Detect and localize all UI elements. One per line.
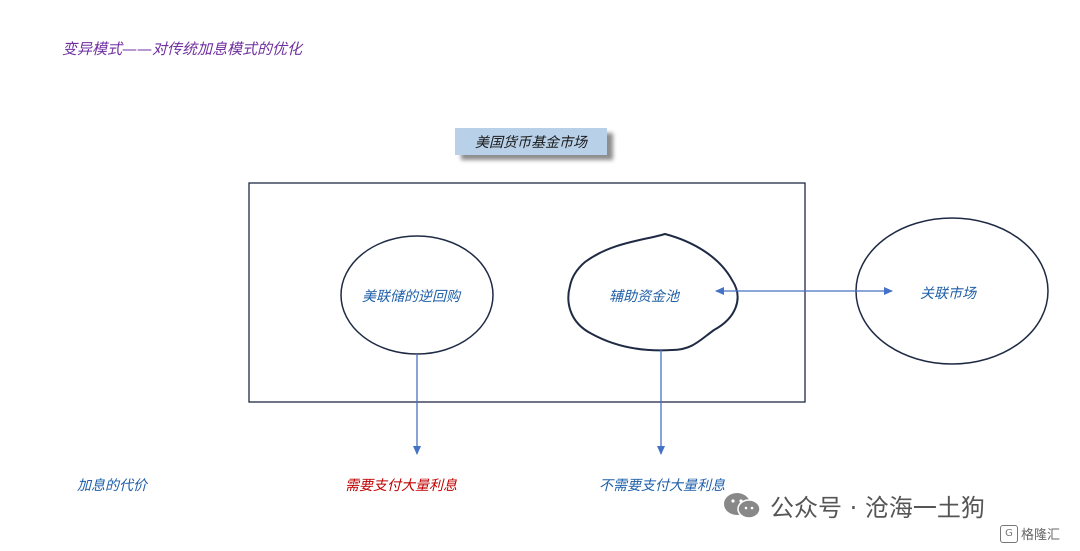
slide-title: 变异模式——对传统加息模式的优化 bbox=[62, 40, 303, 58]
watermark-text: 公众号 · 沧海一土狗 bbox=[770, 494, 985, 522]
market-header-label: 美国货币基金市场 bbox=[475, 134, 587, 151]
wechat-watermark: 公众号 · 沧海一土狗 bbox=[722, 488, 985, 523]
aux-pool-blob bbox=[567, 232, 739, 352]
brand-text: 格隆汇 bbox=[1021, 528, 1061, 543]
need-pay-interest-label: 需要支付大量利息 bbox=[345, 478, 457, 494]
fed-reverse-repo-label: 美联储的逆回购 bbox=[362, 289, 460, 305]
aux-pool-label: 辅助资金池 bbox=[609, 289, 679, 305]
money-market-frame bbox=[248, 182, 806, 403]
related-market-label: 关联市场 bbox=[920, 286, 976, 302]
wechat-icon bbox=[724, 492, 761, 519]
gelonghui-logo-icon: G bbox=[1000, 524, 1018, 543]
brand-watermark: G 格隆汇 bbox=[1000, 524, 1060, 543]
market-header-box: 美国货币基金市场 bbox=[455, 128, 607, 155]
cost-of-hiking-label: 加息的代价 bbox=[77, 478, 147, 494]
no-need-pay-interest-label: 不需要支付大量利息 bbox=[599, 478, 725, 494]
